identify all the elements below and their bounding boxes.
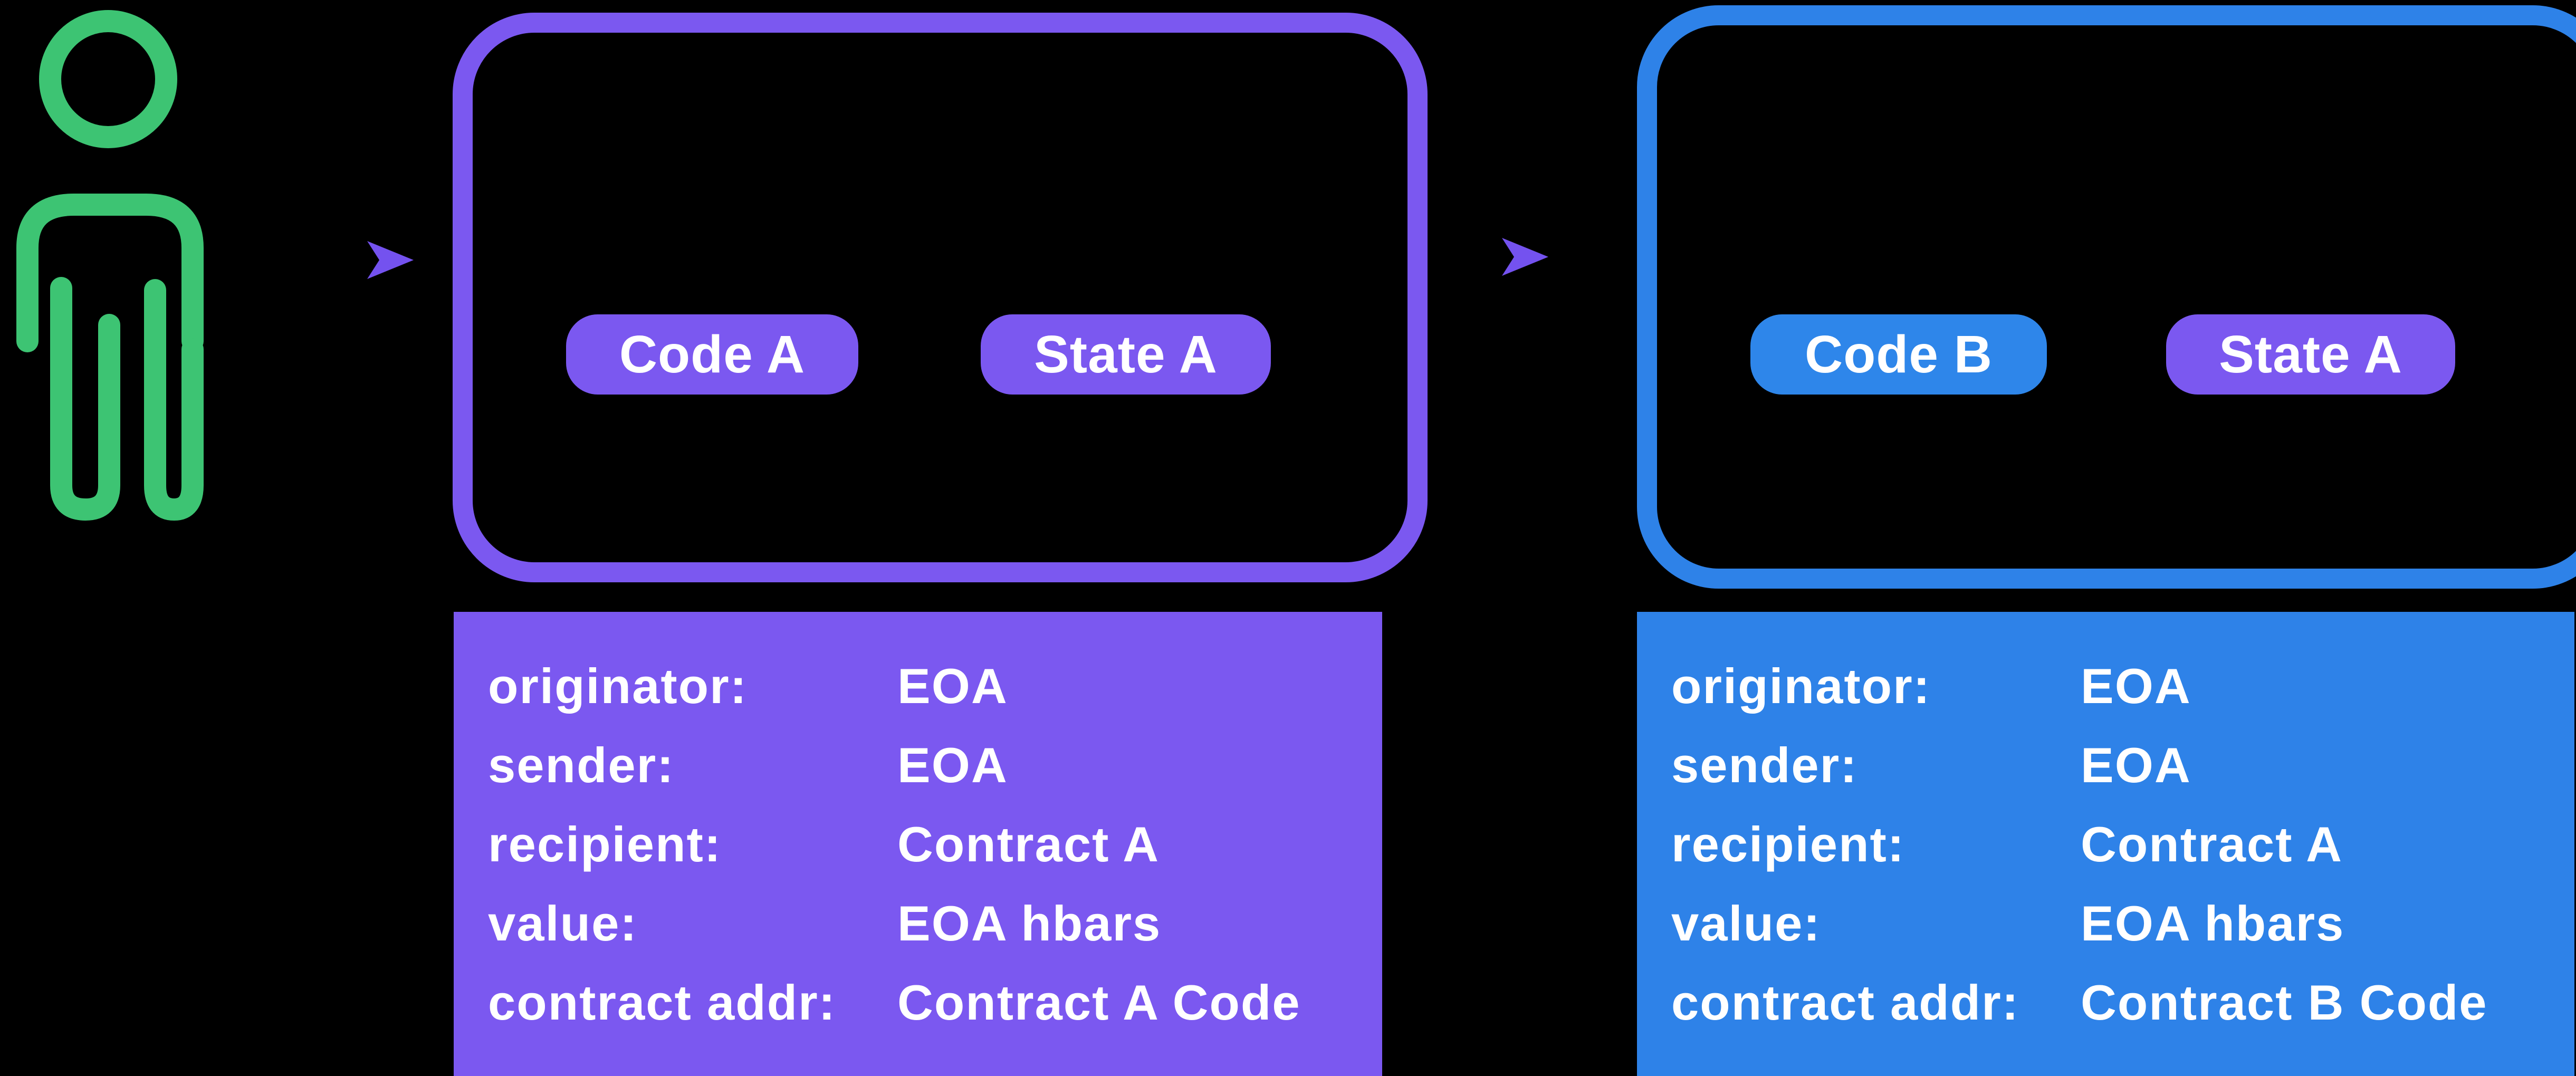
detail-label: contract addr: <box>488 975 836 1030</box>
detail-value: EOA hbars <box>897 896 1162 951</box>
contract-b-box <box>1637 5 2576 589</box>
contract-a-box <box>453 13 1428 582</box>
detail-label: value: <box>1671 896 1821 951</box>
state-a-pill: State A <box>2166 314 2455 395</box>
detail-label: contract addr: <box>1671 975 2019 1030</box>
code-a-pill: Code A <box>566 314 858 395</box>
detail-label: recipient: <box>488 816 722 872</box>
person-icon <box>16 10 204 521</box>
contract-b-details-panel: originator: EOA sender: EOA recipient: C… <box>1637 612 2574 1076</box>
detail-value: Contract A <box>897 816 1160 872</box>
detail-value: EOA <box>2081 737 2191 793</box>
detail-value: EOA <box>897 658 1008 714</box>
contract-a-details-panel: originator: EOA sender: EOA recipient: C… <box>454 612 1382 1076</box>
detail-label: sender: <box>488 737 675 793</box>
detail-label: recipient: <box>1671 816 1905 872</box>
detail-value: EOA <box>2081 658 2191 714</box>
detail-label: value: <box>488 896 638 951</box>
detail-value: EOA hbars <box>2081 896 2345 951</box>
detail-label: originator: <box>1671 658 1931 714</box>
detail-value: Contract B Code <box>2081 975 2488 1030</box>
detail-value: EOA <box>897 737 1008 793</box>
arrow-right-icon <box>1404 238 1548 276</box>
detail-value: Contract A Code <box>897 975 1301 1030</box>
arrow-right-icon <box>234 241 414 279</box>
state-a-pill: State A <box>981 314 1271 395</box>
detail-label: originator: <box>488 658 748 714</box>
detail-label: sender: <box>1671 737 1858 793</box>
code-b-pill: Code B <box>1750 314 2047 395</box>
detail-value: Contract A <box>2081 816 2343 872</box>
